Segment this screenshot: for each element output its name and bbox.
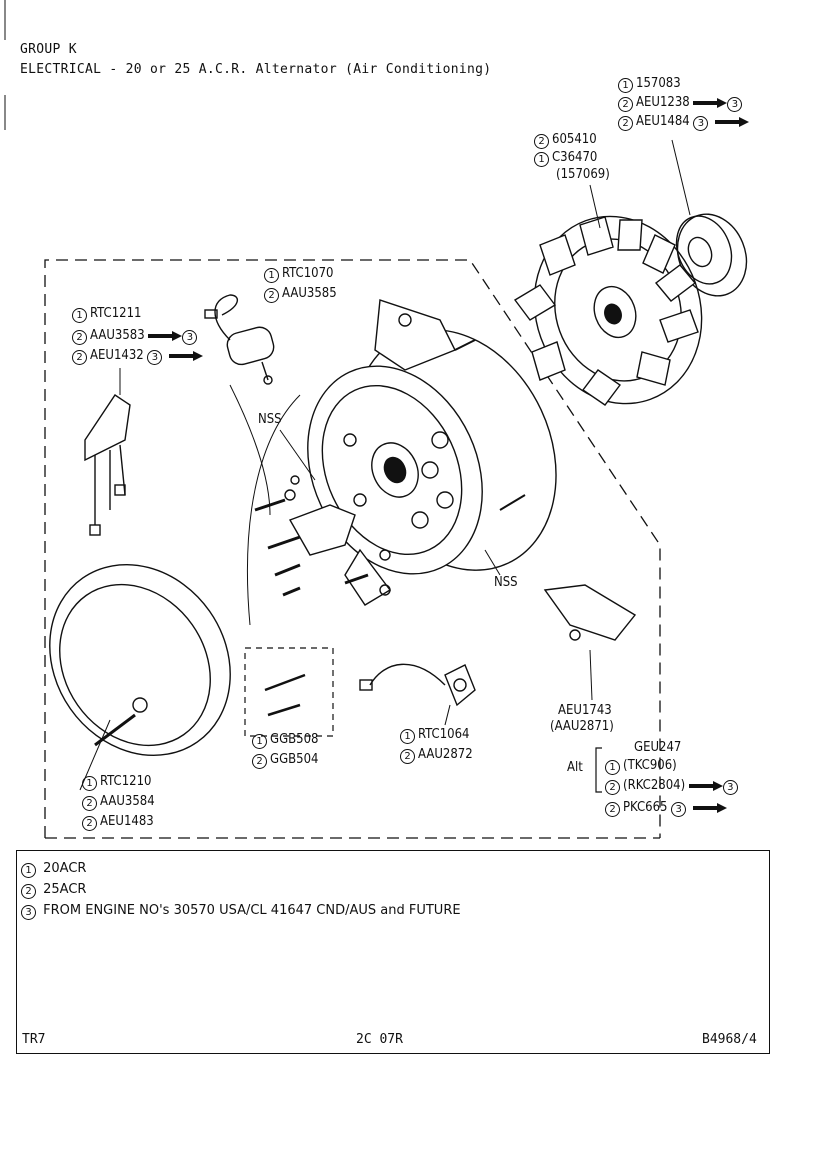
regulator-callout-1: GEU247	[634, 740, 682, 755]
regulator-alt-label: Alt	[567, 760, 583, 775]
nss-label-top: NSS	[258, 412, 282, 427]
legend-box: 1 20ACR 2 25ACR 3 FROM ENGINE NO's 30570…	[16, 850, 770, 1054]
fan	[513, 184, 703, 406]
arrow-right-icon	[715, 116, 750, 127]
legend-item-1: 1 20ACR	[21, 861, 86, 878]
nss-label-right: NSS	[494, 575, 518, 590]
pulley	[671, 139, 748, 297]
footer-doc-number: B4968/4	[702, 1032, 757, 1047]
rectifier-callout-2: (AAU2871)	[550, 719, 614, 734]
legend-item-2: 2 25ACR	[21, 882, 86, 899]
legend-item-3: 3 FROM ENGINE NO's 30570 USA/CL 41647 CN…	[21, 903, 461, 920]
arrow-right-icon	[688, 780, 723, 791]
footer-model: TR7	[22, 1032, 46, 1047]
rectifier-callout-1: AEU1743	[558, 703, 612, 718]
footer-page-ref: 2C 07R	[356, 1032, 403, 1047]
regulator-callout-3: 2(RKC2804) 3	[605, 778, 741, 795]
page-title: ELECTRICAL - 20 or 25 A.C.R. Alternator …	[20, 62, 492, 77]
regulator-callout-2: 1(TKC906)	[605, 758, 677, 775]
brush-box	[84, 368, 131, 536]
connector-kit-box	[244, 647, 334, 737]
arrow-right-icon	[148, 330, 183, 341]
alternator-exploded-diagram	[4, 0, 748, 839]
arrow-right-icon	[692, 802, 727, 813]
arrow-right-icon	[169, 350, 204, 361]
alternator-body	[307, 299, 557, 606]
arrow-right-icon	[693, 97, 728, 108]
end-cover	[49, 563, 231, 791]
group-label: GROUP K	[20, 42, 77, 57]
suppressor	[359, 663, 476, 726]
fan-callout-3: (157069)	[556, 167, 610, 182]
screws	[254, 475, 391, 597]
rectifier	[543, 584, 637, 701]
capacitor	[204, 294, 275, 385]
dashed-boundary	[44, 259, 661, 838]
